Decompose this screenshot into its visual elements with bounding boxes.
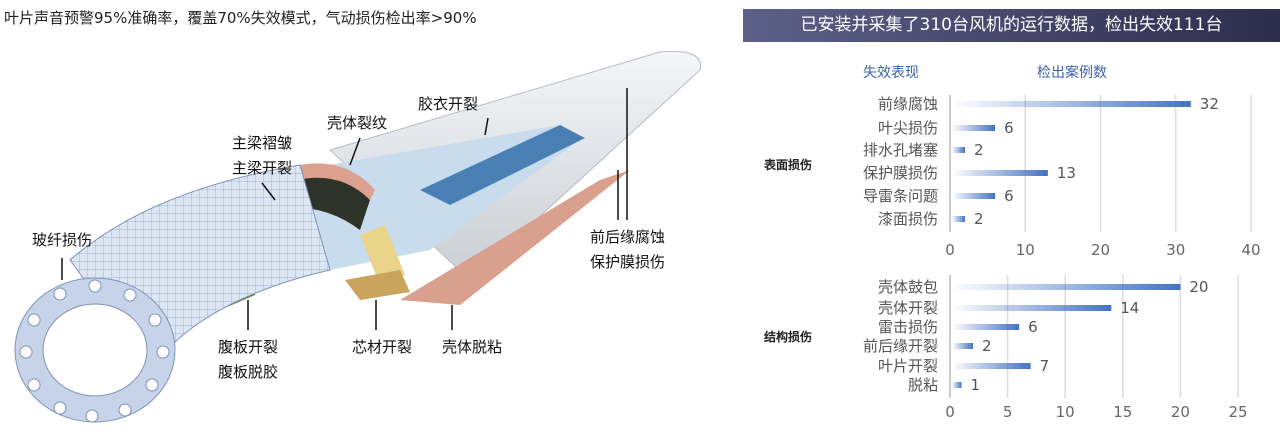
bar	[952, 101, 1191, 107]
blade-illustration	[14, 50, 701, 423]
data-label: 14	[1120, 299, 1139, 317]
bar	[952, 382, 962, 388]
data-label: 2	[974, 141, 984, 159]
blade-core3	[345, 270, 410, 300]
blade-gelcoat-layer	[420, 125, 585, 205]
category-label: 脱粘	[908, 376, 938, 394]
data-label: 20	[1189, 278, 1208, 296]
category-label: 壳体开裂	[878, 299, 938, 317]
bar	[952, 343, 974, 349]
category-label: 保护膜损伤	[863, 164, 938, 182]
x-tick-label: 5	[1003, 403, 1013, 421]
x-tick-label: 10	[1056, 403, 1075, 421]
x-tick-label: 0	[945, 241, 955, 259]
x-tick-label: 15	[1113, 403, 1132, 421]
headline: 叶片声音预警95%准确率，覆盖70%失效模式，气动损伤检出率>90%	[4, 9, 477, 27]
data-label: 13	[1057, 164, 1076, 182]
label-web-crack: 腹板开裂	[218, 338, 279, 356]
data-label: 7	[1040, 357, 1050, 375]
label-gelcoat-crack: 胶衣开裂	[418, 95, 479, 113]
category-label: 雷击损伤	[878, 318, 938, 336]
label-shell-debond: 壳体脱粘	[442, 338, 503, 356]
x-tick-label: 40	[1241, 241, 1260, 259]
data-label: 6	[1004, 187, 1014, 205]
x-tick-label: 10	[1016, 241, 1035, 259]
label-spar-wrinkle: 主梁褶皱	[232, 134, 293, 152]
category-label: 叶片开裂	[878, 357, 938, 375]
category-label: 前后缘开裂	[863, 337, 938, 355]
x-tick-label: 0	[945, 403, 955, 421]
x-tick-label: 20	[1091, 241, 1110, 259]
label-spar-crack: 主梁开裂	[232, 159, 293, 177]
category-label: 前缘腐蚀	[878, 95, 938, 113]
category-label: 壳体鼓包	[878, 278, 938, 296]
group-label-structure: 结构损伤	[764, 330, 813, 344]
group-label-surface: 表面损伤	[764, 158, 813, 172]
x-tick-label: 20	[1171, 403, 1190, 421]
bar	[952, 147, 966, 153]
bar	[952, 125, 996, 131]
x-tick-label: 25	[1228, 403, 1247, 421]
category-label: 漆面损伤	[878, 210, 938, 228]
data-label: 32	[1200, 95, 1219, 113]
root-bolt-holes	[19, 279, 170, 423]
summary-banner: 已安装并采集了310台风机的运行数据，检出失效111台	[743, 9, 1280, 42]
blade-core2	[360, 225, 405, 285]
label-edge-erosion: 前后缘腐蚀	[590, 228, 666, 246]
bar	[952, 284, 1181, 290]
bar	[952, 324, 1020, 330]
bar	[952, 216, 966, 222]
blade-spar-cap	[280, 163, 375, 200]
label-core-crack: 芯材开裂	[352, 338, 413, 356]
label-web-debond: 腹板脱胶	[218, 363, 279, 381]
category-label: 排水孔堵塞	[863, 141, 938, 159]
x-tick-label: 30	[1166, 241, 1185, 259]
callout-lines	[61, 88, 628, 330]
blade-edge-film	[400, 170, 630, 305]
data-label: 2	[974, 210, 984, 228]
col-header-count: 检出案例数	[1037, 65, 1107, 81]
bar	[952, 193, 996, 199]
label-film-damage: 保护膜损伤	[590, 253, 666, 271]
bar	[952, 170, 1048, 176]
data-label: 2	[982, 337, 992, 355]
col-header-mode: 失效表现	[863, 65, 919, 81]
category-label: 叶尖损伤	[878, 119, 938, 137]
bar	[952, 305, 1112, 311]
category-label: 导雷条问题	[863, 187, 938, 205]
data-label: 6	[1004, 119, 1014, 137]
data-label: 6	[1028, 318, 1038, 336]
bar	[952, 363, 1031, 369]
data-label: 1	[971, 376, 981, 394]
label-glass-fiber: 玻纤损伤	[32, 231, 93, 249]
label-shell-crack: 壳体裂纹	[327, 114, 388, 132]
